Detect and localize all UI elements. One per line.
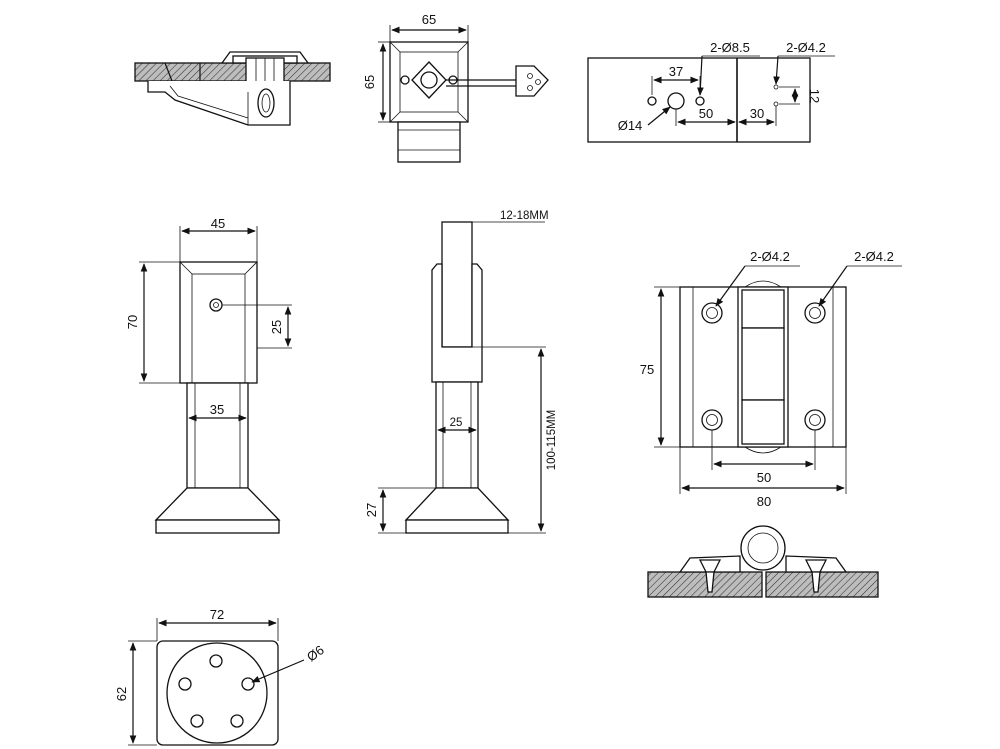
hinge-hole-left-label: 2-Ø4.2 [750, 249, 790, 264]
base-plate-width-label: 72 [210, 607, 224, 622]
hinge-section-view [647, 525, 879, 598]
lock-hole-plan [587, 55, 835, 143]
hinge-hole-spacing-label: 50 [757, 470, 771, 485]
leg-front-width-label: 45 [211, 216, 225, 231]
leg-side-clamp-label: 12-18MM [500, 210, 549, 222]
hinge-width-label: 80 [757, 494, 771, 509]
leg-front-view [139, 226, 292, 534]
lock-spacing-d-label: 12 [807, 89, 822, 103]
leg-side-adjust-label: 100-115MM [546, 410, 558, 471]
hinge-hole-right-label: 2-Ø4.2 [854, 249, 894, 264]
lock-spacing-c-label: 30 [750, 106, 764, 121]
lock-top-height-label: 65 [362, 75, 377, 89]
lock-hole-a-label: 2-Ø8.5 [710, 40, 750, 55]
lock-top-width-label: 65 [422, 12, 436, 27]
leg-front-hole-height-label: 25 [269, 320, 284, 334]
base-plate-height-label: 62 [114, 687, 129, 701]
base-plate-hole-label: Ø6 [304, 642, 327, 664]
hinge-front-view [654, 265, 902, 494]
lock-top-view [378, 25, 549, 163]
leg-front-height-label: 70 [125, 315, 140, 329]
lock-spacing-b-label: 50 [699, 106, 713, 121]
leg-side-view [378, 221, 546, 534]
leg-side-base-label: 27 [364, 503, 379, 517]
lock-hole-b-label: 2-Ø4.2 [786, 40, 826, 55]
lock-side-section [134, 51, 331, 126]
leg-side-tube-label: 25 [450, 417, 463, 429]
lock-center-hole-label: Ø14 [618, 118, 643, 133]
lock-spacing-a-label: 37 [669, 64, 683, 79]
leg-front-tube-label: 35 [210, 402, 224, 417]
base-plate-view [128, 618, 305, 746]
hinge-height-label: 75 [640, 362, 654, 377]
